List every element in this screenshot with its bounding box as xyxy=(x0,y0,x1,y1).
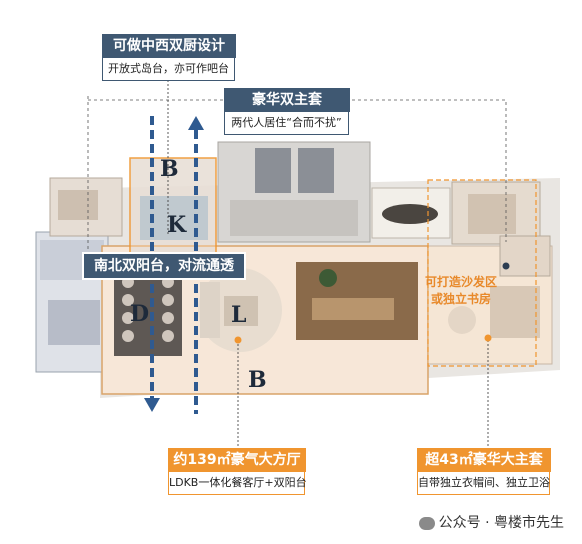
callout-living-sub: LDKB一体化餐客厅+双阳台 xyxy=(168,471,307,495)
wechat-icon xyxy=(418,516,435,530)
letter-b-top: B xyxy=(160,156,179,182)
callout-sofa-text: 可打造沙发区 或独立书房 xyxy=(424,275,497,306)
callout-kitchen-title: 可做中西双厨设计 xyxy=(102,34,236,58)
footer-watermark: 公众号 · 粤楼市先生 xyxy=(418,512,564,532)
callout-kitchen-sub: 开放式岛台，亦可作吧台 xyxy=(102,57,235,81)
callout-living-title: 约139㎡豪气大方厅 xyxy=(168,448,306,472)
footer-text: 公众号 · 粤楼市先生 xyxy=(438,515,564,531)
callout-balcony-title: 南北双阳台，对流通透 xyxy=(82,252,246,280)
arrow-up-icon xyxy=(188,116,204,130)
letter-l: L xyxy=(231,302,247,328)
callout-suite-title: 超43㎡豪华大主套 xyxy=(417,448,551,472)
letter-k: K xyxy=(167,212,187,238)
callout-master-sub: 两代人居住“合而不扰” xyxy=(224,111,349,135)
callout-suite-sub: 自带独立衣帽间、独立卫浴 xyxy=(417,471,550,495)
arrow-down-icon xyxy=(144,398,160,412)
letter-d: D xyxy=(130,301,150,327)
letter-b-bottom: B xyxy=(248,367,267,393)
callout-master-title: 豪华双主套 xyxy=(224,88,350,112)
